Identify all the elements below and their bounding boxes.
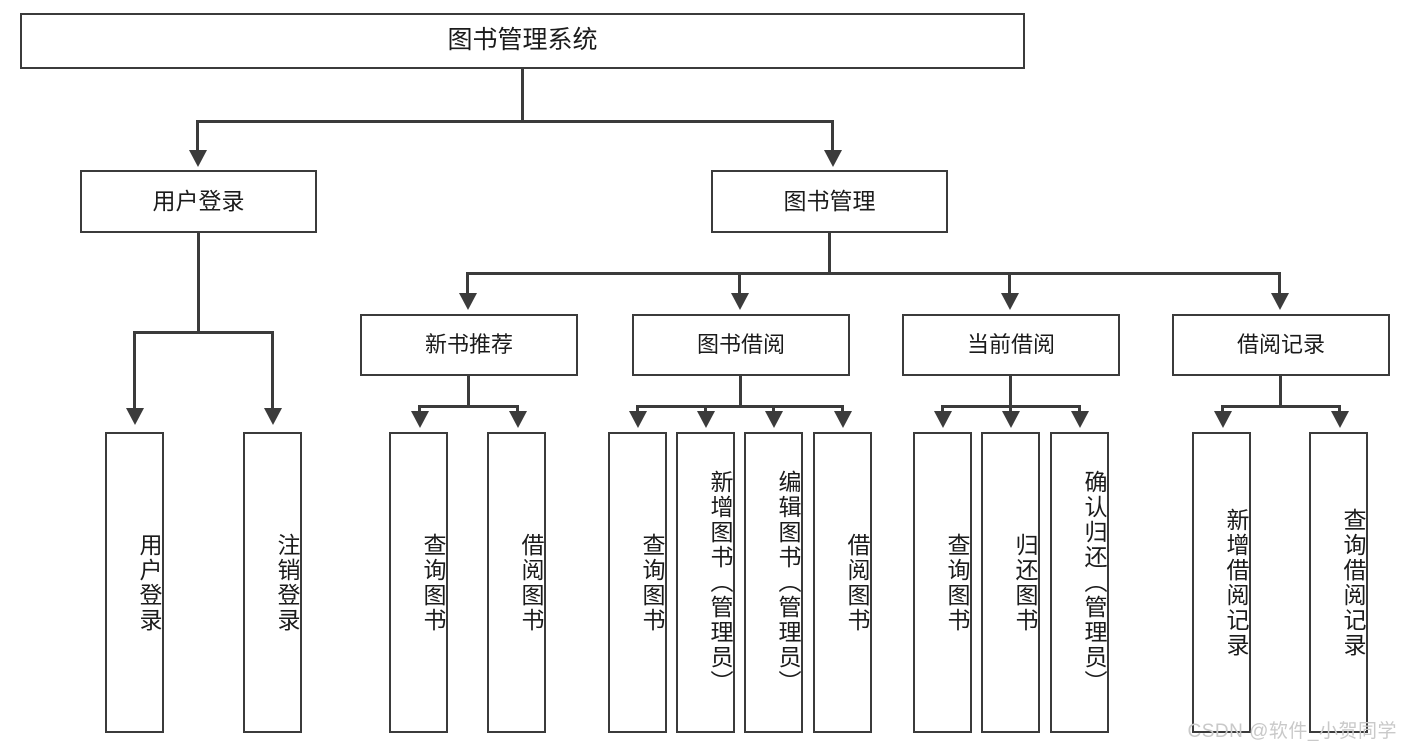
connector-new-book-to-leaf-2	[516, 405, 519, 413]
connector-book-manage-bar	[466, 272, 1281, 275]
connector-to-current-borrow	[1008, 272, 1011, 295]
connector-book-borrow-to-leaf-2	[704, 405, 707, 413]
node-label: 注销登录	[274, 532, 300, 633]
node-label: 新增图书（管理员）	[707, 470, 733, 695]
arrow-book-borrow-to-leaf-3	[765, 411, 783, 428]
node-label: 图书管理	[783, 187, 876, 214]
node-label: 用户登录	[152, 187, 245, 214]
node-label: 用户登录	[136, 532, 162, 633]
arrow-to-borrow-record	[1271, 293, 1289, 310]
csdn-watermark: CSDN @软件_小贺同学	[1187, 721, 1397, 742]
connector-new-book-to-leaf-1	[418, 405, 421, 413]
node-book-borrow[interactable]: 图书借阅	[632, 314, 850, 376]
connector-root-stem	[521, 69, 524, 122]
connector-book-borrow-bar	[636, 405, 844, 408]
leaf-user-login[interactable]: 用户登录	[105, 432, 164, 733]
arrow-borrow-record-to-leaf-1	[1214, 411, 1232, 428]
connector-book-borrow-stem	[739, 376, 742, 408]
connector-new-book-stem	[467, 376, 470, 408]
node-label: 查询图书	[639, 532, 665, 633]
connector-new-book-bar	[418, 405, 519, 408]
connector-user-login-to-leaf-2	[271, 331, 274, 410]
arrow-book-borrow-to-leaf-1	[629, 411, 647, 428]
connector-user-login-stem	[197, 233, 200, 334]
node-label: 新增借阅记录	[1223, 507, 1249, 658]
connector-borrow-record-stem	[1279, 376, 1282, 408]
arrow-to-new-book	[459, 293, 477, 310]
leaf-add-book-admin[interactable]: 新增图书（管理员）	[676, 432, 735, 733]
arrow-new-book-to-leaf-1	[411, 411, 429, 428]
node-label: 确认归还（管理员）	[1081, 470, 1107, 695]
node-label: 借阅图书	[518, 532, 544, 633]
arrow-root-to-user-login	[189, 150, 207, 167]
connector-current-borrow-to-leaf-2	[1009, 405, 1012, 413]
node-new-book-recommend[interactable]: 新书推荐	[360, 314, 578, 376]
connector-user-login-bar	[133, 331, 273, 334]
connector-book-borrow-to-leaf-4	[841, 405, 844, 413]
connector-current-borrow-to-leaf-3	[1078, 405, 1081, 413]
connector-book-borrow-to-leaf-1	[636, 405, 639, 413]
arrow-new-book-to-leaf-2	[509, 411, 527, 428]
arrow-current-borrow-to-leaf-1	[934, 411, 952, 428]
node-root-system[interactable]: 图书管理系统	[20, 13, 1025, 69]
connector-to-new-book	[466, 272, 469, 295]
leaf-add-borrow-record[interactable]: 新增借阅记录	[1192, 432, 1251, 733]
connector-user-login-to-leaf-1	[133, 331, 136, 410]
connector-current-borrow-to-leaf-1	[941, 405, 944, 413]
node-label: 图书管理系统	[447, 26, 598, 55]
arrow-to-book-borrow	[731, 293, 749, 310]
node-label: 图书借阅	[696, 332, 785, 358]
node-label: 借阅图书	[844, 532, 870, 633]
node-label: 查询图书	[420, 532, 446, 633]
leaf-borrow-book-newbook[interactable]: 借阅图书	[487, 432, 546, 733]
node-label: 编辑图书（管理员）	[775, 470, 801, 695]
connector-borrow-record-to-leaf-1	[1221, 405, 1224, 413]
node-book-management[interactable]: 图书管理	[711, 170, 948, 233]
leaf-return-book[interactable]: 归还图书	[981, 432, 1040, 733]
node-label: 查询图书	[944, 532, 970, 633]
leaf-confirm-return-admin[interactable]: 确认归还（管理员）	[1050, 432, 1109, 733]
leaf-logout[interactable]: 注销登录	[243, 432, 302, 733]
node-current-borrow[interactable]: 当前借阅	[902, 314, 1120, 376]
leaf-query-book-current[interactable]: 查询图书	[913, 432, 972, 733]
connector-root-to-user-login	[196, 120, 199, 152]
connector-to-borrow-record	[1278, 272, 1281, 295]
leaf-query-book-newbook[interactable]: 查询图书	[389, 432, 448, 733]
leaf-query-book-borrow[interactable]: 查询图书	[608, 432, 667, 733]
arrow-root-to-book-manage	[824, 150, 842, 167]
connector-root-bar	[196, 120, 833, 123]
connector-current-borrow-stem	[1009, 376, 1012, 408]
node-label: 借阅记录	[1236, 332, 1325, 358]
connector-to-book-borrow	[738, 272, 741, 295]
leaf-query-borrow-record[interactable]: 查询借阅记录	[1309, 432, 1368, 733]
connector-root-to-book-manage	[831, 120, 834, 152]
arrow-user-login-to-leaf-2	[264, 408, 282, 425]
node-label: 查询借阅记录	[1340, 507, 1366, 658]
connector-borrow-record-bar	[1221, 405, 1341, 408]
arrow-current-borrow-to-leaf-2	[1002, 411, 1020, 428]
connector-borrow-record-to-leaf-2	[1338, 405, 1341, 413]
node-borrow-record[interactable]: 借阅记录	[1172, 314, 1390, 376]
leaf-borrow-book[interactable]: 借阅图书	[813, 432, 872, 733]
arrow-book-borrow-to-leaf-2	[697, 411, 715, 428]
arrow-borrow-record-to-leaf-2	[1331, 411, 1349, 428]
connector-book-borrow-to-leaf-3	[772, 405, 775, 413]
node-label: 归还图书	[1012, 532, 1038, 633]
arrow-book-borrow-to-leaf-4	[834, 411, 852, 428]
leaf-edit-book-admin[interactable]: 编辑图书（管理员）	[744, 432, 803, 733]
arrow-user-login-to-leaf-1	[126, 408, 144, 425]
arrow-current-borrow-to-leaf-3	[1071, 411, 1089, 428]
arrow-to-current-borrow	[1001, 293, 1019, 310]
node-label: 新书推荐	[424, 332, 513, 358]
connector-book-manage-stem	[828, 233, 831, 275]
node-user-login[interactable]: 用户登录	[80, 170, 317, 233]
node-label: 当前借阅	[966, 332, 1055, 358]
